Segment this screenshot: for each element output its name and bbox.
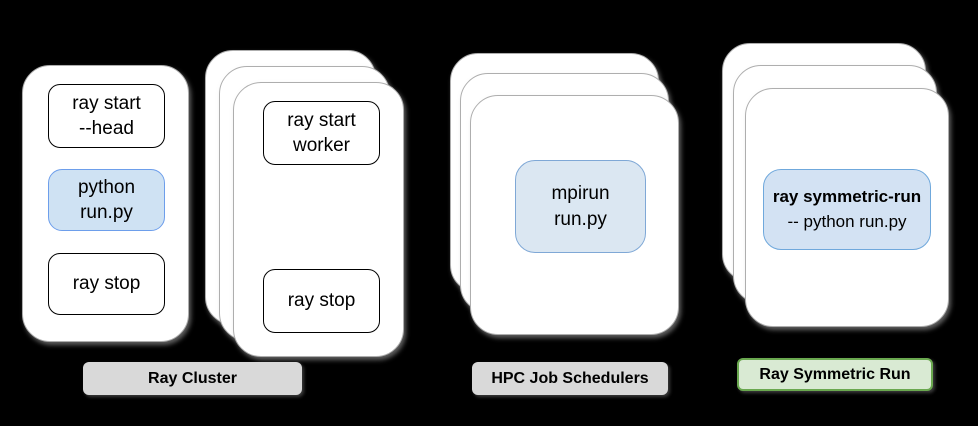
label-ray-cluster: Ray Cluster: [83, 362, 302, 395]
cmd-line: mpirun: [551, 183, 610, 205]
cmd-line: ray start: [287, 109, 356, 131]
cmd-line: ray start: [72, 92, 141, 114]
cmd-line: run.py: [554, 208, 607, 230]
label-hpc-job-schedulers: HPC Job Schedulers: [472, 362, 668, 395]
head-node-card: ray start --head python run.py ray stop: [22, 65, 189, 342]
cmd-line: --head: [79, 118, 134, 139]
cmd-ray-start-worker: ray start worker: [263, 101, 380, 165]
cmd-ray-stop: ray stop: [48, 253, 165, 315]
cmd-ray-stop-worker: ray stop: [263, 269, 380, 333]
cmd-line: ray symmetric-run: [772, 186, 922, 206]
cmd-line: ray stop: [72, 273, 141, 295]
cmd-line: -- python run.py: [787, 211, 907, 231]
worker-card-front: ray start worker ray stop: [233, 82, 404, 357]
cmd-ray-symmetric-run: ray symmetric-run -- python run.py: [763, 169, 931, 250]
cmd-mpirun: mpirun run.py: [515, 160, 646, 253]
cmd-python-run: python run.py: [48, 169, 165, 231]
hpc-card-front: mpirun run.py: [470, 95, 679, 335]
cmd-ray-start-head: ray start --head: [48, 84, 165, 148]
cmd-line: python: [77, 176, 136, 198]
cmd-line: run.py: [80, 202, 133, 223]
cmd-line: ray stop: [287, 290, 356, 312]
label-ray-symmetric-run: Ray Symmetric Run: [737, 358, 933, 391]
symmetric-card-front: ray symmetric-run -- python run.py: [745, 88, 949, 327]
cmd-line: worker: [292, 135, 350, 156]
